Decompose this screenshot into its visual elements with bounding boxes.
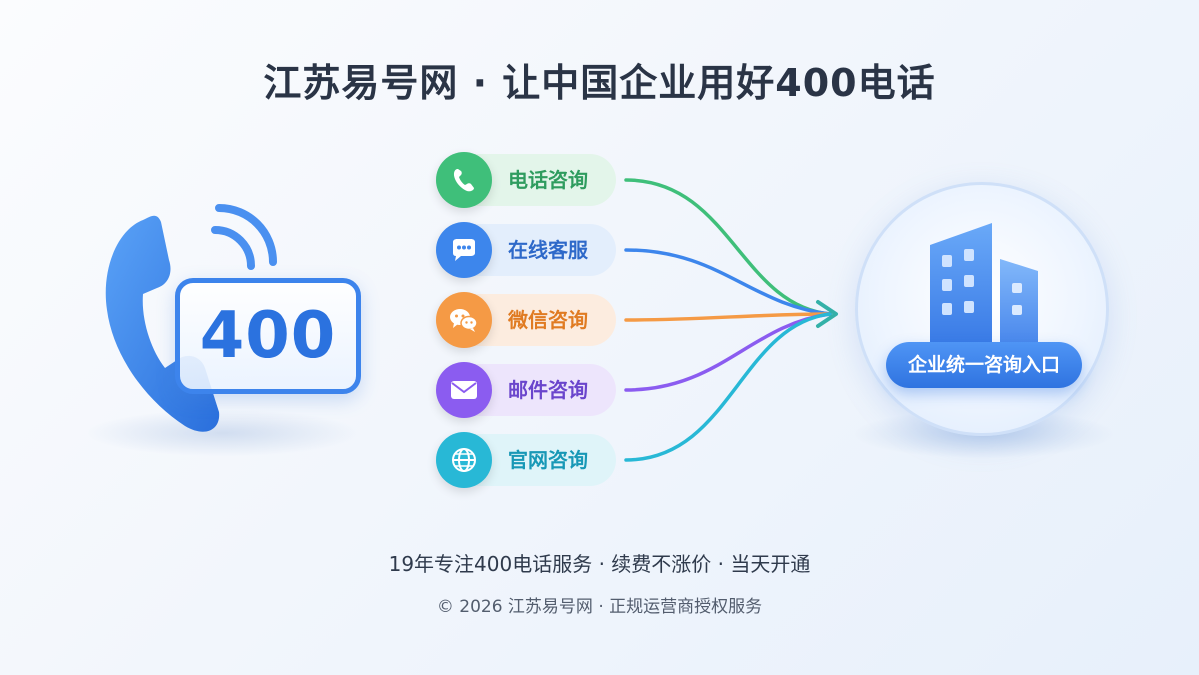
- channel-label: 电话咨询: [508, 168, 588, 192]
- channel-wechat[interactable]: 微信咨询: [436, 292, 616, 348]
- phone-icon: [436, 152, 492, 208]
- channel-phone[interactable]: 电话咨询: [436, 152, 616, 208]
- hero-number: 400: [199, 299, 337, 373]
- channel-website[interactable]: 官网咨询: [436, 432, 616, 488]
- channel-email[interactable]: 邮件咨询: [436, 362, 616, 418]
- channel-label: 官网咨询: [508, 448, 588, 472]
- channel-label: 在线客服: [508, 238, 588, 262]
- tagline: 19年专注400电话服务 · 续费不涨价 · 当天开通: [388, 552, 811, 576]
- destination-label[interactable]: 企业统一咨询入口: [886, 342, 1082, 388]
- destination-halo: [855, 182, 1109, 436]
- mail-icon: [436, 362, 492, 418]
- globe-icon: [436, 432, 492, 488]
- page-title: 江苏易号网 · 让中国企业用好400电话: [263, 61, 936, 105]
- building-icon: [930, 223, 1038, 343]
- channel-label: 微信咨询: [508, 308, 588, 332]
- copyright: © 2026 江苏易号网 · 正规运营商授权服务: [436, 597, 763, 617]
- wechat-icon: [436, 292, 492, 348]
- channel-online-service[interactable]: 在线客服: [436, 222, 616, 278]
- phone-shadow: [88, 410, 358, 456]
- hero-number-box: 400: [175, 278, 361, 394]
- channel-label: 邮件咨询: [508, 378, 588, 402]
- chat-icon: [436, 222, 492, 278]
